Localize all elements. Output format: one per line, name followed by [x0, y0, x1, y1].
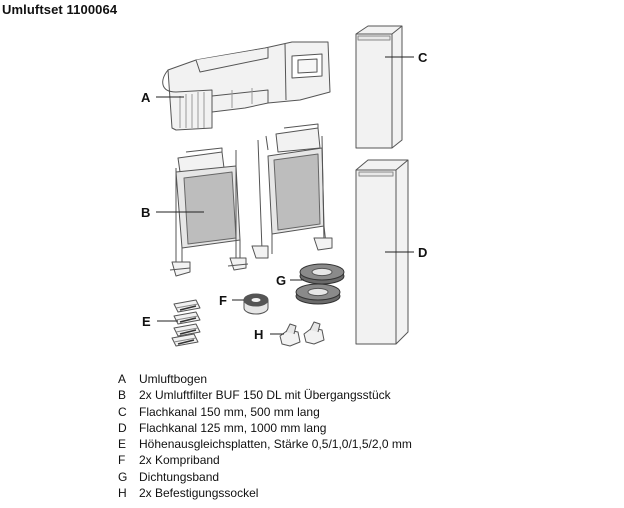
legend-letter: H: [118, 486, 127, 501]
callout-f: F: [219, 293, 227, 308]
legend-letter: A: [118, 372, 127, 386]
legend-text: 2x Befestigungssockel: [139, 486, 259, 501]
legend-letter: D: [118, 420, 127, 435]
legend-letter: F: [118, 453, 126, 468]
part-e-ausgleichsplatten: [171, 299, 201, 347]
legend-text: 2x Umluftfilter BUF 150 DL mit Übergangs…: [139, 388, 391, 403]
legend-text: Dichtungsband: [139, 469, 220, 484]
part-c-flachkanal-150: [355, 25, 403, 149]
legend-row-g: G Dichtungsband: [118, 469, 412, 485]
legend-text: Flachkanal 125 mm, 1000 mm lang: [139, 420, 327, 435]
legend-row-h: H 2x Befestigungssockel: [118, 485, 412, 501]
page-title: Umluftset 1100064: [2, 2, 118, 17]
part-a-umluftbogen: [162, 41, 331, 131]
callout-b: B: [141, 205, 150, 220]
part-f-kompriband: [243, 293, 269, 315]
legend-row-e: E Höhenausgleichsplatten, Stärke 0,5/1,0…: [118, 436, 412, 452]
legend-row-a: A Umluftbogen: [118, 371, 412, 387]
leader-lines: [156, 56, 414, 335]
legend-row-c: C Flachkanal 150 mm, 500 mm lang: [118, 404, 412, 420]
callout-d: D: [418, 245, 427, 260]
legend-text: Umluftbogen: [139, 372, 208, 386]
callout-c: C: [418, 50, 428, 65]
legend-letter: G: [118, 469, 128, 484]
legend-text: 2x Kompriband: [139, 453, 220, 468]
legend-letter: E: [118, 437, 127, 452]
legend-text: Flachkanal 150 mm, 500 mm lang: [139, 404, 320, 419]
exploded-parts-diagram: A B C D E F G H: [141, 25, 428, 347]
legend-letter: B: [118, 388, 127, 403]
legend-text: Höhenausgleichsplatten, Stärke 0,5/1,0/1…: [139, 437, 412, 452]
callout-h: H: [254, 327, 263, 342]
part-h-befestigungssockel: [279, 321, 325, 347]
callout-e: E: [142, 314, 151, 329]
legend-letter: C: [118, 404, 127, 419]
callout-g: G: [276, 273, 286, 288]
parts-legend: A Umluftbogen B 2x Umluftfilter BUF 150 …: [118, 371, 412, 501]
part-b-filter-left: [169, 147, 249, 277]
legend-row-f: F 2x Kompriband: [118, 452, 412, 468]
legend-row-d: D Flachkanal 125 mm, 1000 mm lang: [118, 420, 412, 436]
part-g-dichtungsband: [295, 263, 345, 305]
legend-row-b: B 2x Umluftfilter BUF 150 DL mit Übergan…: [118, 387, 412, 403]
part-b-filter-right: [251, 123, 333, 259]
callout-a: A: [141, 90, 151, 105]
part-d-flachkanal-125: [355, 159, 409, 345]
